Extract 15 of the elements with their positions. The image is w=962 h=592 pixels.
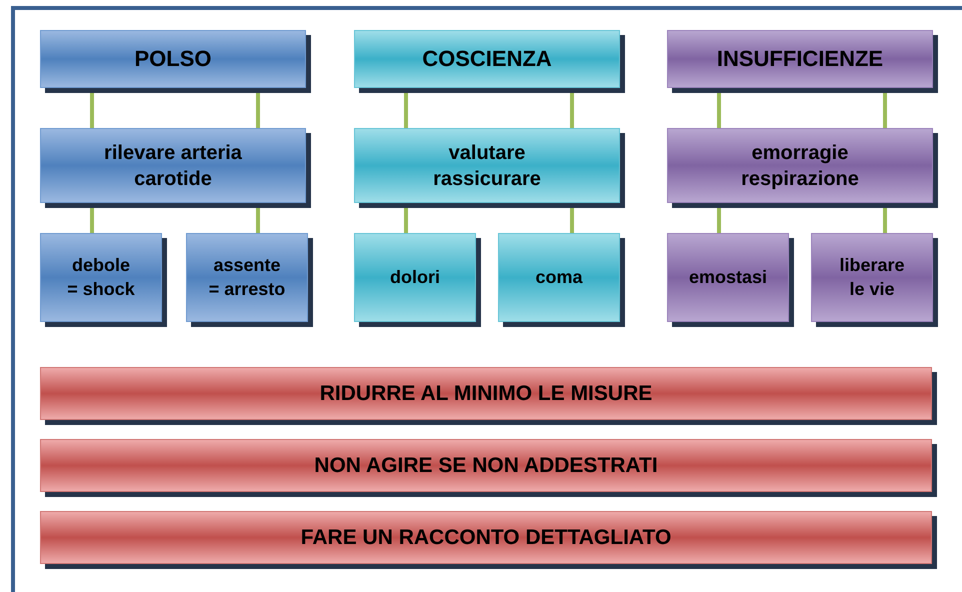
box-label: rilevare arteria carotide: [103, 140, 243, 192]
box-label: COSCIENZA: [422, 44, 552, 73]
box-label: emorragie respirazione: [740, 140, 860, 192]
box-label: debole = shock: [66, 254, 136, 300]
box-label: emostasi: [688, 266, 768, 289]
box-label: FARE UN RACCONTO DETTAGLIATO: [300, 524, 672, 551]
box-label: dolori: [390, 266, 440, 289]
box-label: valutare rassicurare: [432, 140, 542, 192]
box-label: INSUFFICIENZE: [716, 44, 884, 73]
box-label: coma: [535, 266, 583, 289]
box-label: POLSO: [134, 44, 212, 73]
box-label: liberare le vie: [838, 254, 906, 300]
box-label: assente = arresto: [208, 254, 286, 300]
box-label: RIDURRE AL MINIMO LE MISURE: [320, 380, 652, 407]
box-label: NON AGIRE SE NON ADDESTRATI: [314, 452, 658, 479]
